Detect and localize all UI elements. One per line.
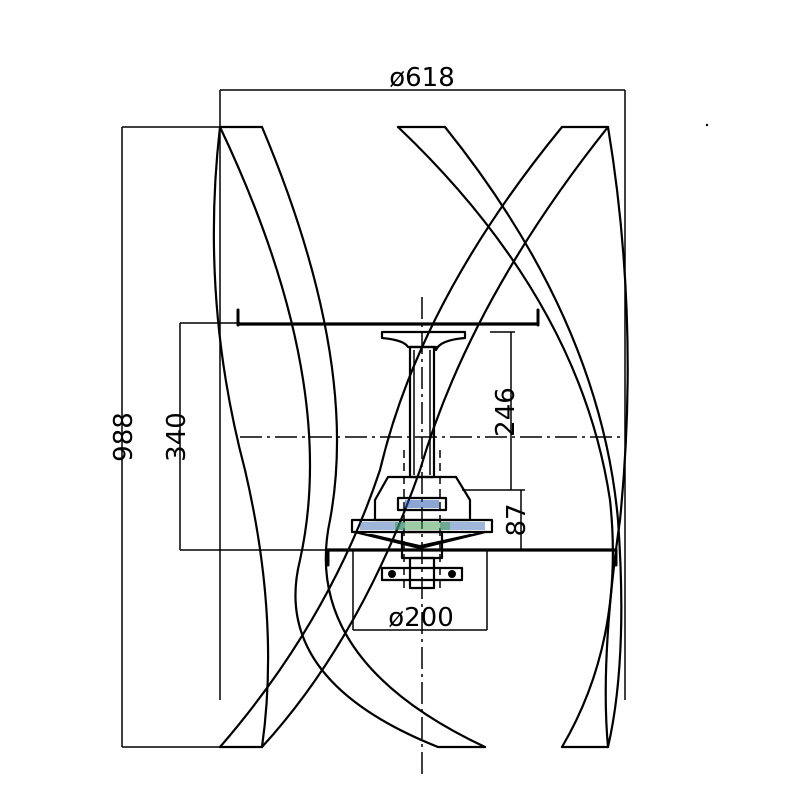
dimension-total-height: 988	[109, 126, 260, 748]
stray-dot	[705, 123, 709, 127]
dimension-frame-height: 340	[162, 322, 330, 551]
dimension-bottom-diameter-label: ø200	[388, 603, 454, 633]
dimension-total-height-label: 988	[109, 412, 139, 462]
support-arms	[236, 308, 618, 567]
hub-generator	[350, 475, 494, 590]
helical-blades	[212, 125, 629, 749]
dimension-hub-height: 87	[462, 489, 532, 550]
dimension-bottom-diameter: ø200	[352, 550, 488, 633]
dimension-shaft-height-label: 246	[491, 387, 521, 437]
dimension-top-diameter-label: ø618	[389, 63, 455, 93]
center-lines	[240, 297, 625, 775]
dimension-hub-height-label: 87	[502, 503, 532, 536]
dimension-top-diameter: ø618	[219, 63, 626, 700]
dimension-shaft-height: 246	[490, 331, 521, 490]
dimension-frame-height-label: 340	[162, 412, 192, 462]
